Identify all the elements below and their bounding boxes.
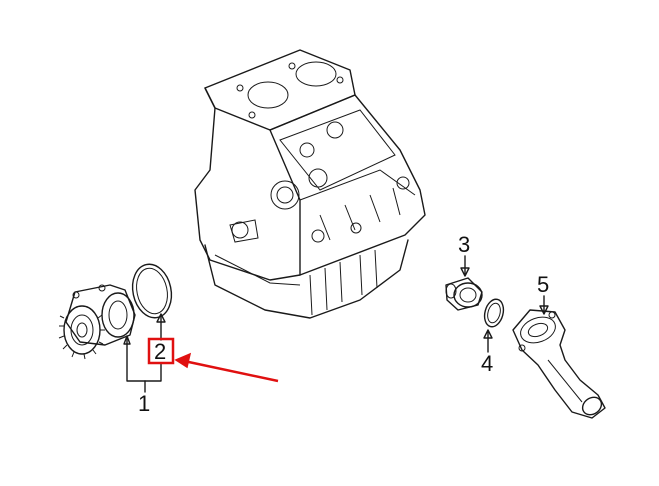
highlight-annotation — [147, 337, 279, 383]
water-pump — [58, 284, 136, 360]
callout-2: 2 — [154, 339, 167, 364]
leader-lines — [123, 255, 549, 393]
callout-3: 3 — [458, 232, 471, 257]
water-pump-gasket — [131, 263, 173, 319]
callout-4: 4 — [481, 351, 494, 376]
coolant-housing — [512, 309, 606, 419]
thermostat — [445, 277, 483, 311]
callout-5: 5 — [537, 272, 550, 297]
thermostat-seal — [483, 298, 505, 328]
highlight-arrow — [183, 359, 279, 383]
engine-block — [194, 49, 426, 319]
highlight-box — [147, 337, 175, 365]
highlight-arrowhead — [174, 352, 192, 369]
callout-1: 1 — [138, 391, 151, 416]
